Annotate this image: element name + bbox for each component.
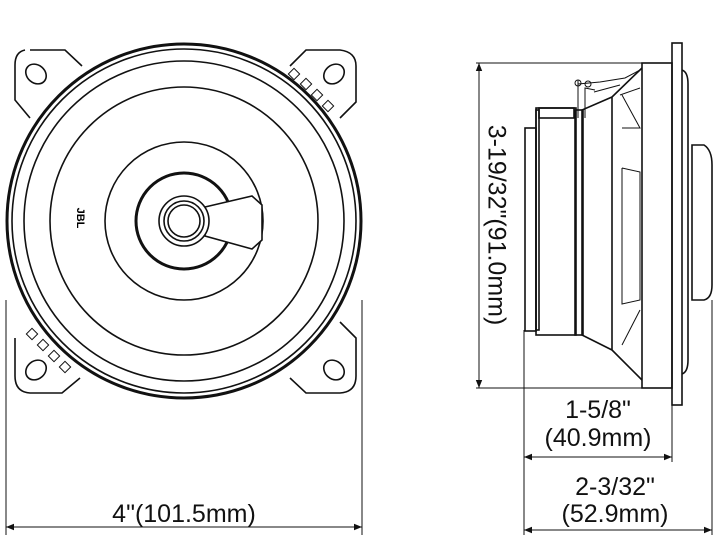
tweeter-ring <box>163 200 205 242</box>
tab-ribs <box>25 67 335 374</box>
mount-depth-label-line2: (40.9mm) <box>545 424 652 452</box>
jbl-logo: JBL <box>74 208 86 229</box>
basket <box>581 67 643 381</box>
back-plate <box>524 127 537 332</box>
front-view: JBL 4"(101.5mm) <box>5 42 363 535</box>
grille-edge <box>681 69 689 375</box>
tweeter-dome <box>167 204 201 238</box>
mount-hole-icon <box>24 359 48 381</box>
surround <box>23 60 345 382</box>
total-depth-dimension: 2-3/32" (52.9mm) <box>524 300 713 535</box>
cone-inner <box>104 141 264 301</box>
tweeter-bridge <box>204 195 263 250</box>
side-view: 3-19/32"(91.0mm) 1-5/8" (40.9mm) 2-3/32"… <box>475 42 713 535</box>
outer-frame <box>5 42 363 400</box>
mounting-tabs <box>14 49 357 394</box>
mount-hole-icon <box>24 63 48 85</box>
basket-windows <box>619 87 641 346</box>
total-depth-label-line2: (52.9mm) <box>562 500 669 528</box>
flange <box>671 42 683 406</box>
magnet <box>535 107 577 336</box>
mount-depth-dimension: 1-5/8" (40.9mm) <box>523 330 673 535</box>
terminals <box>577 69 641 118</box>
cone <box>49 86 319 356</box>
mount-hole-icon <box>322 359 346 381</box>
tweeter-profile <box>691 144 713 301</box>
height-label: 3-19/32"(91.0mm) <box>482 125 510 326</box>
spider <box>574 109 584 336</box>
height-dimension: 3-19/32"(91.0mm) <box>475 62 642 389</box>
total-depth-label-line1: 2-3/32" <box>575 473 655 501</box>
tweeter <box>158 195 210 247</box>
width-label: 4"(101.5mm) <box>112 500 256 528</box>
width-dimension: 4"(101.5mm) <box>5 300 363 535</box>
mount-depth-label-line1: 1-5/8" <box>565 396 631 424</box>
basket-rim <box>641 62 673 389</box>
magnet-top-plate <box>538 107 575 119</box>
mount-hole-icon <box>322 63 346 85</box>
frame-ring <box>11 48 357 394</box>
